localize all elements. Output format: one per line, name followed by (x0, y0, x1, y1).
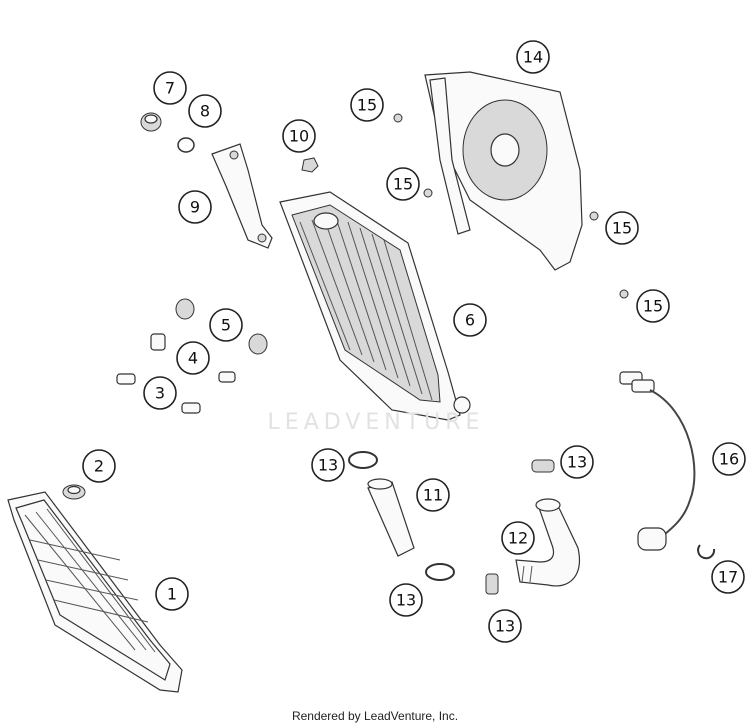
part-radiator-grille[interactable] (7, 491, 183, 693)
part-cap[interactable] (140, 112, 162, 132)
part-hose-straight[interactable] (367, 478, 415, 557)
callout-13d[interactable]: 13 (488, 609, 522, 643)
callout-label: 1 (167, 585, 177, 604)
callout-label: 12 (508, 529, 528, 548)
callout-5[interactable]: 5 (209, 308, 243, 342)
part-hose-bent[interactable] (515, 498, 580, 587)
callout-label: 8 (200, 102, 210, 121)
callout-label: 14 (523, 48, 543, 67)
callout-1[interactable]: 1 (155, 577, 189, 611)
callout-4[interactable]: 4 (176, 341, 210, 375)
callout-label: 15 (357, 96, 377, 115)
part-hose-clamps[interactable] (348, 451, 555, 595)
part-sensor-cable[interactable] (619, 371, 696, 551)
callout-label: 15 (612, 219, 632, 238)
part-fan-shroud[interactable] (424, 71, 583, 271)
callout-13b[interactable]: 13 (560, 445, 594, 479)
callout-label: 2 (94, 457, 104, 476)
part-o-ring[interactable] (177, 137, 195, 153)
part-bracket[interactable] (211, 143, 273, 249)
callout-17[interactable]: 17 (711, 560, 745, 594)
footer-credit: Rendered by LeadVenture, Inc. (291, 709, 459, 723)
callout-label: 3 (155, 384, 165, 403)
callout-label: 17 (718, 568, 738, 587)
callout-label: 13 (396, 591, 416, 610)
part-grommet[interactable] (62, 484, 86, 500)
callout-label: 15 (643, 297, 663, 316)
callout-6[interactable]: 6 (453, 303, 487, 337)
part-radiator[interactable] (279, 191, 471, 421)
callout-13a[interactable]: 13 (311, 448, 345, 482)
callout-label: 15 (393, 175, 413, 194)
callout-label: 6 (465, 311, 475, 330)
callout-label: 10 (289, 127, 309, 146)
callout-14[interactable]: 14 (516, 40, 550, 74)
callout-13c[interactable]: 13 (389, 583, 423, 617)
callout-label: 11 (423, 486, 443, 505)
callout-12[interactable]: 12 (501, 521, 535, 555)
part-rubber-bushings[interactable] (175, 298, 268, 355)
callout-15a[interactable]: 15 (350, 88, 384, 122)
callout-10[interactable]: 10 (282, 119, 316, 153)
part-bolts[interactable] (116, 371, 236, 414)
callout-15b[interactable]: 15 (386, 167, 420, 201)
part-screws[interactable] (393, 113, 629, 299)
callout-label: 5 (221, 316, 231, 335)
callout-15c[interactable]: 15 (605, 211, 639, 245)
callout-11[interactable]: 11 (416, 478, 450, 512)
callout-2[interactable]: 2 (82, 449, 116, 483)
callout-15d[interactable]: 15 (636, 289, 670, 323)
callout-16[interactable]: 16 (712, 442, 746, 476)
callout-label: 13 (567, 453, 587, 472)
part-clip[interactable] (697, 544, 716, 560)
callout-label: 13 (318, 456, 338, 475)
callout-9[interactable]: 9 (178, 190, 212, 224)
watermark: LEADVENTURE (267, 410, 485, 435)
part-spacers[interactable] (150, 333, 166, 351)
callout-label: 13 (495, 617, 515, 636)
callout-label: 9 (190, 198, 200, 217)
callout-3[interactable]: 3 (143, 376, 177, 410)
callout-label: 4 (188, 349, 198, 368)
part-nut[interactable] (301, 157, 319, 173)
callout-8[interactable]: 8 (188, 94, 222, 128)
callout-label: 16 (719, 450, 739, 469)
callout-label: 7 (165, 79, 175, 98)
callout-7[interactable]: 7 (153, 71, 187, 105)
